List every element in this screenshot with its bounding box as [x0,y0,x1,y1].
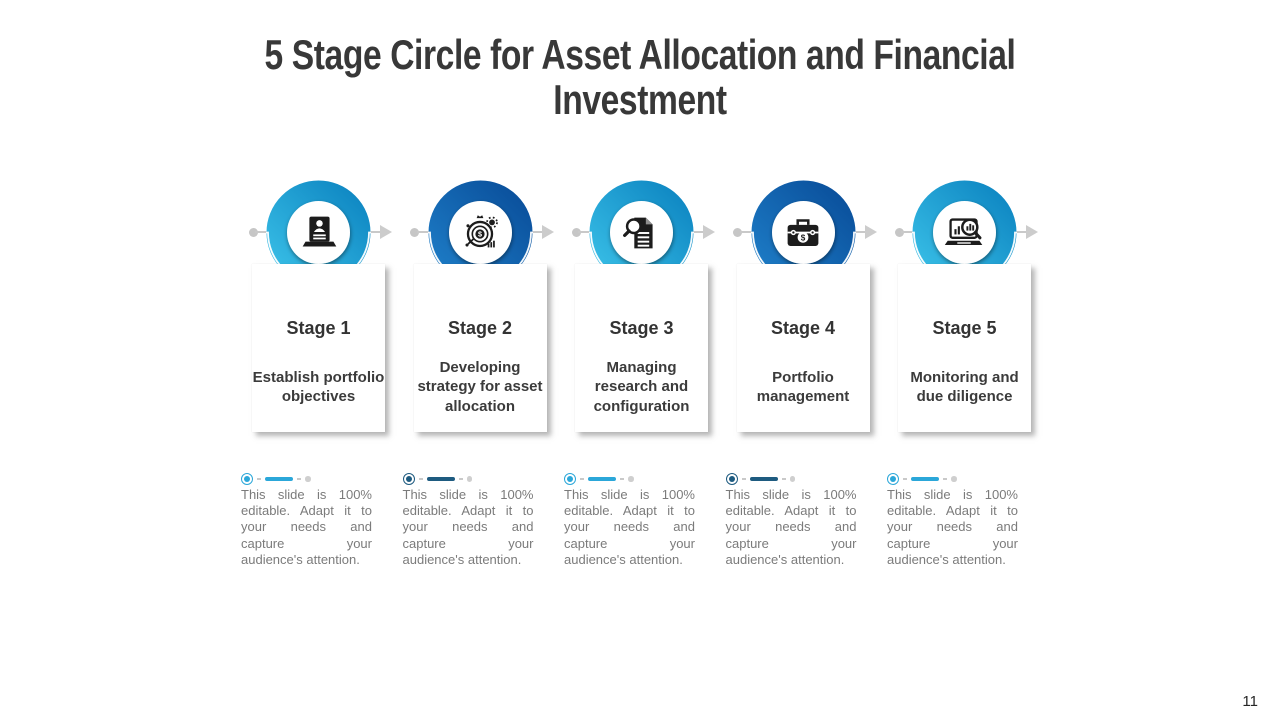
page-number: 11 [1242,693,1258,710]
stage-card: Stage 4 Portfolio management [736,264,870,432]
stage-description: Developing strategy for asset allocation [417,359,543,415]
connector-line [255,231,267,233]
editable-note: This slide is 100% editable. Adapt it to… [887,487,1018,567]
connector-dot-icon [733,227,742,237]
stage-card: Stage 5 Monitoring and due diligence [898,264,1031,432]
indicator-dash [741,478,746,480]
connector-line [693,231,703,233]
slide-title: 5 Stage Circle for Asset Allocation and … [264,31,1016,124]
editable-note: This slide is 100% editable. Adapt it to… [725,487,857,567]
connector-line [739,231,752,233]
indicator-dash [418,478,423,480]
stage-label: Stage 1 [286,318,351,338]
stage-card: Stage 2 Developing strategy for asset al… [413,264,547,432]
indicator-end-dot [789,476,795,482]
radio-bullet-icon [564,473,576,485]
stage-column-2: $ Stage 2 Developing strategy for asset … [402,0,554,600]
indicator-dash [458,478,463,480]
indicator-dash [620,478,624,480]
indicator-bar [426,476,455,482]
connector-arrow-icon [703,225,715,239]
stage-column-5: Stage 5 Monitoring and due diligence Thi… [887,0,1038,600]
connector-arrow-icon [380,225,392,239]
laptop-chart-magnifier-icon [940,208,990,258]
stage-description: Monitoring and due diligence [910,368,1019,405]
laptop-profile-document-icon [294,208,344,258]
radio-bullet-icon [887,473,899,485]
stage-column-3: Stage 3 Managing research and configurat… [564,0,715,600]
connector-arrow-icon [541,225,554,239]
connector-line [531,231,542,233]
indicator-end-dot [951,476,957,482]
stage-column-1: Stage 1 Establish portfolio objectives T… [241,0,392,600]
indicator-bar [911,476,939,482]
stage-description: Establish portfolio objectives [252,368,385,405]
editable-note: This slide is 100% editable. Adapt it to… [402,487,534,567]
stage-label: Stage 2 [447,318,513,338]
indicator-bar [265,476,293,482]
connector-dot-icon [248,227,258,237]
indicator-bar [588,476,616,482]
radio-bullet-icon [402,473,415,485]
connector-line [416,231,429,233]
briefcase-dollar-icon: $ [778,208,828,258]
svg-text:$: $ [801,233,806,242]
progress-indicator [887,473,957,485]
title-area: 5 Stage Circle for Asset Allocation and … [0,4,1280,151]
editable-note: This slide is 100% editable. Adapt it to… [241,487,372,567]
indicator-dash [943,478,947,480]
indicator-dash [297,478,301,480]
connector-dot-icon [894,227,904,237]
target-dollar-gear-icon: $ [455,208,505,258]
stage-label: Stage 4 [770,318,836,338]
document-magnifier-icon [617,208,667,258]
indicator-end-dot [628,476,634,482]
connector-line [578,231,590,233]
connector-dot-icon [410,227,419,237]
connector-arrow-icon [1026,225,1038,239]
svg-text:$: $ [478,229,482,238]
connector-arrow-icon [864,225,877,239]
connector-line [370,231,380,233]
stage-description: Portfolio management [756,368,850,405]
indicator-dash [781,478,786,480]
radio-bullet-icon [241,473,253,485]
stage-label: Stage 3 [609,318,674,338]
connector-line [1016,231,1026,233]
indicator-dash [903,478,907,480]
connector-line [854,231,865,233]
progress-indicator [725,473,795,485]
indicator-dash [257,478,261,480]
indicator-end-dot [305,476,311,482]
progress-indicator [402,473,472,485]
stage-card: Stage 3 Managing research and configurat… [575,264,708,432]
stage-description: Managing research and configuration [593,359,690,415]
editable-note: This slide is 100% editable. Adapt it to… [564,487,695,567]
progress-indicator [241,473,311,485]
connector-dot-icon [571,227,581,237]
indicator-dash [580,478,584,480]
indicator-end-dot [466,476,472,482]
connector-line [901,231,913,233]
stage-card: Stage 1 Establish portfolio objectives [252,264,385,432]
radio-bullet-icon [725,473,738,485]
indicator-bar [749,476,778,482]
progress-indicator [564,473,634,485]
stage-column-4: $ Stage 4 Portfolio management This slid… [725,0,877,600]
stage-label: Stage 5 [932,318,997,338]
